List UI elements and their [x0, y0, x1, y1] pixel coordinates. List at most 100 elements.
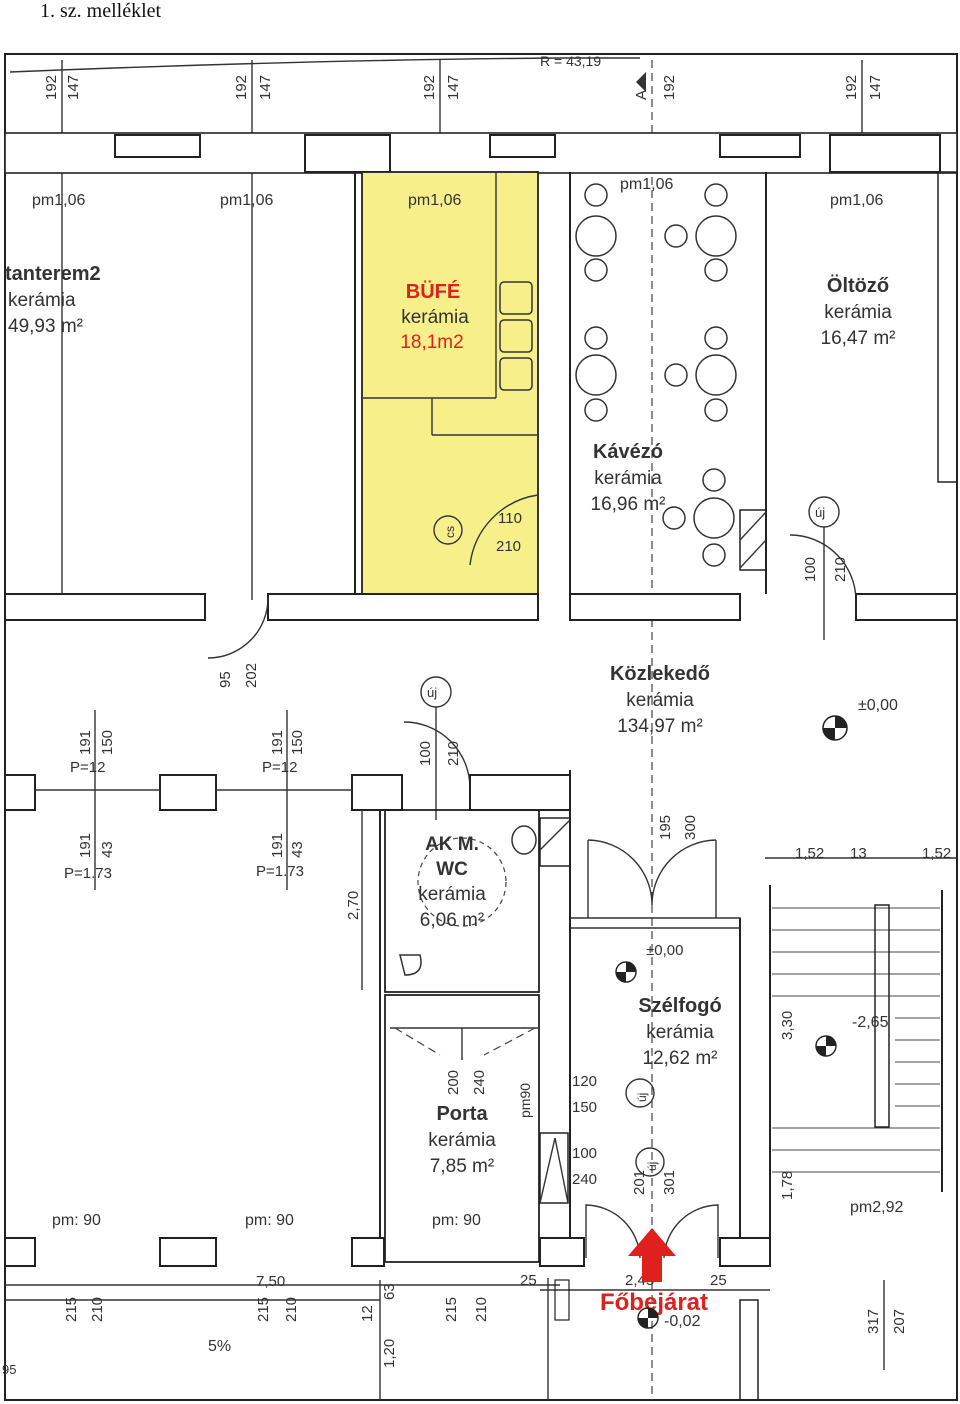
pm106-label: pm1,06 [220, 192, 273, 209]
level-label: -0,02 [664, 1313, 701, 1330]
dim-201: 201 [631, 1170, 648, 1195]
dim-120b: 1,20 [381, 1339, 398, 1368]
window-box [539, 1132, 569, 1204]
door-height: 210 [832, 557, 849, 582]
dim-215: 215 [443, 1297, 460, 1322]
dim-191: 191 [77, 730, 94, 755]
p173-label: P=1.73 [256, 863, 304, 880]
dim-191: 191 [77, 833, 94, 858]
door-width: 100 [417, 741, 434, 766]
door-swing [469, 494, 539, 566]
dim-192: 192 [43, 75, 60, 100]
p173-label: P=1.73 [64, 865, 112, 882]
pm106-label: pm1,06 [32, 192, 85, 209]
dim-178: 1,78 [779, 1171, 796, 1200]
turning-circle [417, 837, 507, 927]
tanterem-area: 49,93 m² [8, 316, 83, 337]
axis-arrow-icon [636, 72, 646, 92]
door-height: 210 [496, 538, 521, 555]
uj-circle-icon [625, 1078, 655, 1108]
wall-band [855, 593, 958, 621]
door-width: 95 [217, 671, 234, 688]
p12-label: P=12 [262, 759, 297, 776]
dim-270: 2,70 [345, 891, 362, 920]
radius-label: R = 43,19 [540, 53, 601, 69]
uj-label: új [815, 505, 825, 520]
oltozo-floor: kerámia [824, 302, 892, 323]
dim-43: 43 [289, 841, 306, 858]
bufe-name: BÜFÉ [406, 280, 460, 303]
level-label: -2,65 [852, 1014, 889, 1031]
wall-band [351, 1237, 385, 1267]
akwc-area: 6,06 m² [420, 910, 484, 931]
dim-25: 25 [520, 1272, 537, 1289]
wall-band [267, 593, 539, 621]
pillar [489, 134, 556, 158]
pillar [829, 134, 941, 173]
pm106-label: pm1,06 [408, 192, 461, 209]
entrance-arrow-icon [628, 1228, 676, 1282]
wall-band [4, 774, 36, 811]
dim-147: 147 [65, 75, 82, 100]
pillar [719, 134, 801, 158]
hatch [739, 511, 767, 541]
dim-195: 195 [657, 815, 674, 840]
stair-rail [874, 904, 890, 1128]
tanterem-floor: kerámia [8, 290, 76, 311]
hatched-wall [739, 1299, 759, 1401]
bufe-area: 18,1m2 [400, 332, 463, 353]
dim-120: 120 [572, 1073, 597, 1090]
uj-label: új [645, 1162, 659, 1171]
kavezo-area: 16,96 m² [591, 494, 666, 515]
porta-room [384, 994, 540, 1263]
szelfogo-name: Szélfogó [638, 995, 721, 1017]
wall-band [539, 1237, 585, 1267]
dim-192: 192 [233, 75, 250, 100]
level-label: ±0,00 [646, 942, 683, 959]
pm90-label: pm: 90 [432, 1212, 481, 1229]
pm90-label: pm: 90 [245, 1212, 294, 1229]
double-door-swing [587, 839, 717, 906]
dim-750: 7,50 [256, 1273, 285, 1290]
dim-147: 147 [867, 75, 884, 100]
pm106-label: pm1,06 [830, 192, 883, 209]
hatch [539, 819, 571, 851]
dim-150: 150 [99, 730, 116, 755]
tables-left [575, 183, 737, 567]
szelfogo-floor: kerámia [646, 1022, 714, 1043]
dim-210: 210 [89, 1297, 106, 1322]
dim-200: 200 [445, 1070, 462, 1095]
post [554, 1279, 570, 1321]
dim-150: 150 [289, 730, 306, 755]
level-marker-fill [638, 1308, 658, 1328]
wall-band [4, 593, 206, 621]
dim-240: 240 [471, 1070, 488, 1095]
toilet-icon [399, 954, 422, 976]
szelfogo-area: 12,62 m² [643, 1048, 718, 1069]
wall-band [569, 917, 741, 929]
kozlekedo-area: 134,97 m² [617, 716, 703, 737]
dim-12: 12 [359, 1305, 376, 1322]
oltozo-area: 16,47 m² [821, 328, 896, 349]
pm106-label: pm1,06 [620, 176, 673, 193]
level-label: ±0,00 [858, 697, 898, 714]
dim-13: 13 [850, 845, 867, 862]
page-heading: 1. sz. melléklet [40, 0, 162, 22]
door-swing [403, 721, 471, 789]
tanterem-name: tanterem2 [5, 263, 101, 285]
dim-63: 63 [381, 1283, 398, 1300]
level-marker-fill [823, 716, 847, 740]
door-height: 210 [445, 741, 462, 766]
akwc-name2: WC [436, 859, 468, 880]
pillar [304, 134, 391, 173]
wall-band [569, 593, 741, 621]
pillar [114, 134, 201, 158]
wall-band [351, 774, 403, 811]
porta-area: 7,85 m² [430, 1156, 494, 1177]
akwc-floor: kerámia [418, 884, 486, 905]
cs-circle-icon [433, 515, 463, 545]
kavezo-name: Kávézó [593, 441, 663, 463]
cs-label: cs [443, 526, 457, 538]
door-height: 202 [243, 663, 260, 688]
wall-band [469, 774, 571, 811]
